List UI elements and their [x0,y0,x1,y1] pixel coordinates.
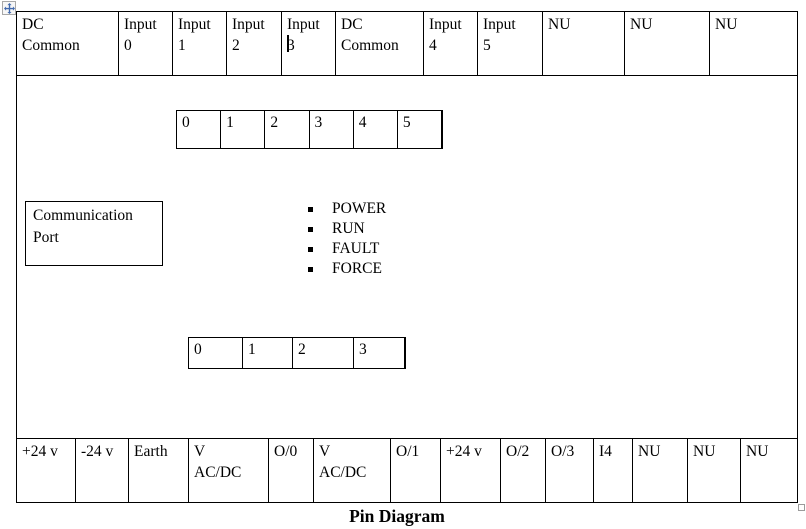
status-led-label: POWER [332,200,387,217]
table-cell[interactable]: NU [688,439,741,502]
table-cell[interactable]: 1 [221,111,266,148]
table-cell[interactable]: V AC/DC [189,439,269,502]
square-bullet-icon [308,226,313,232]
table-cell[interactable]: 4 [354,111,398,148]
pin-table-header-row: DC Common Input 0 Input 1 Input 2 Input … [17,12,797,76]
table-cell[interactable]: Input 4 [424,12,478,75]
table-cell[interactable]: 0 [177,111,222,148]
table-cell[interactable]: NU [543,12,625,75]
text-caret [287,35,289,52]
table-cell[interactable]: 2 [265,111,310,148]
list-item: POWER [308,199,386,219]
table-cell[interactable]: NU [625,12,710,75]
table-cell[interactable]: 3 [354,338,405,368]
status-led-label: RUN [332,220,365,237]
output-indicator-table: 0 1 2 3 [188,337,406,369]
pin-table-bottom-row: +24 v -24 v Earth V AC/DC O/0 V AC/DC O/… [17,438,797,502]
list-item: RUN [308,219,386,239]
list-item: FAULT [308,239,386,259]
table-cell[interactable]: O/1 [391,439,441,502]
diagram-caption: Pin Diagram [349,506,445,526]
table-cell[interactable]: NU [633,439,688,502]
table-cell[interactable]: 5 [398,111,443,148]
table-cell[interactable]: Input 3 [282,12,336,75]
status-led-label: FORCE [332,260,382,277]
table-cell[interactable]: DC Common [17,12,119,75]
table-cell[interactable]: NU [746,443,769,460]
move-icon [3,2,15,14]
table-cell[interactable]: V AC/DC [314,439,391,502]
square-bullet-icon [308,266,313,272]
table-cell[interactable]: +24 v [17,439,76,502]
table-resize-handle[interactable] [798,504,805,511]
table-cell[interactable]: DC Common [336,12,424,75]
table-cell[interactable]: NU [715,16,738,33]
input-indicator-table: 0 1 2 3 4 5 [176,110,443,149]
status-led-list: POWER RUN FAULT FORCE [308,199,386,279]
table-cell[interactable]: O/0 [269,439,314,502]
table-cell[interactable]: 3 [310,111,354,148]
table-cell[interactable]: Earth [129,439,189,502]
table-cell[interactable]: 1 [243,338,293,368]
table-cell[interactable]: 2 [293,338,354,368]
table-cell[interactable]: Input 2 [227,12,282,75]
status-led-label: FAULT [332,240,380,257]
table-cell[interactable]: Input 1 [173,12,227,75]
table-cell[interactable]: +24 v [441,439,501,502]
table-move-handle[interactable] [2,1,16,15]
communication-port-box[interactable]: Communication Port [25,201,163,266]
table-cell[interactable]: I4 [594,439,633,502]
square-bullet-icon [308,246,313,252]
table-cell[interactable]: 0 [189,338,243,368]
table-cell[interactable]: Input 5 [478,12,543,75]
table-cell[interactable]: -24 v [76,439,129,502]
table-cell[interactable]: O/3 [546,439,594,502]
square-bullet-icon [308,206,313,212]
table-cell[interactable]: O/2 [501,439,546,502]
list-item: FORCE [308,259,386,279]
table-cell[interactable]: Input 0 [119,12,173,75]
